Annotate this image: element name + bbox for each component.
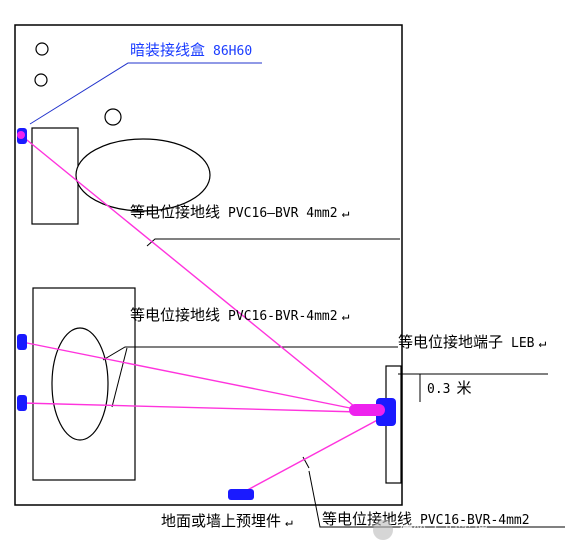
bond-bottom-spec: PVC16-BVR-4mm2 — [420, 513, 530, 528]
leader-bond-bottom — [308, 470, 565, 528]
bond-top-spec: PVC16—BVR 4mm2 — [228, 206, 338, 221]
terminal-cn: 等电位接地端子 — [398, 333, 503, 351]
round-fixture-1 — [35, 42, 49, 56]
toilet-bowl — [51, 327, 109, 441]
junction-highlight — [17, 131, 25, 139]
embedded-mark: ↵ — [285, 515, 293, 530]
watermark-logo — [373, 520, 393, 540]
leader-junction-box — [29, 62, 262, 125]
junction-box-code: 86H60 — [213, 44, 252, 59]
label-bond-top: 等电位接地线 PVC16—BVR 4mm2 ↵ — [130, 203, 350, 221]
bond-line-low — [21, 402, 361, 413]
height-value: 0.3 — [427, 382, 450, 397]
bond-line-top — [21, 135, 361, 412]
embedded-cn: 地面或墙上预埋件 — [161, 512, 281, 530]
leb-terminal-bar — [349, 404, 385, 416]
round-fixture-3 — [104, 108, 122, 126]
bond-top-mark: ↵ — [342, 206, 350, 221]
leader-bond-mid-tick — [111, 347, 128, 408]
label-bond-mid: 等电位接地线 PVC16-BVR-4mm2 ↵ — [130, 306, 350, 324]
label-junction-box: 暗装接线盒 86H60 — [130, 41, 252, 59]
junction-box-cn: 暗装接线盒 — [130, 41, 205, 59]
bond-line-bottom — [239, 416, 384, 495]
bond-top-cn: 等电位接地线 — [130, 203, 220, 221]
watermark: 建筑工程管理 — [373, 520, 488, 540]
bond-line-mid — [21, 341, 361, 411]
bathtub-basin — [75, 138, 211, 212]
bond-mid-mark: ↵ — [342, 309, 350, 324]
connector-toilet-upper — [17, 334, 27, 350]
label-height: 0.3 米 — [427, 379, 472, 397]
connectors — [17, 128, 396, 500]
connector-toilet-lower — [17, 395, 27, 411]
label-bond-bottom: 等电位接地线 PVC16-BVR-4mm2 — [322, 510, 530, 528]
connector-floor — [228, 489, 254, 500]
leader-bond-mid — [102, 346, 398, 361]
leader-bond-top — [146, 238, 400, 247]
leader-lines — [102, 238, 565, 528]
terminal-mark: ↵ — [539, 336, 547, 351]
label-embedded: 地面或墙上预埋件 ↵ — [161, 512, 293, 530]
watermark-text: 建筑工程管理 — [398, 522, 488, 540]
bond-mid-cn: 等电位接地线 — [130, 306, 220, 324]
bonding-lines — [21, 135, 384, 495]
round-fixture-2 — [34, 73, 48, 87]
height-unit: 米 — [456, 379, 471, 397]
bond-mid-spec: PVC16-BVR-4mm2 — [228, 309, 338, 324]
label-terminal: 等电位接地端子 LEB ↵ — [398, 333, 547, 351]
terminal-spec: LEB — [511, 336, 535, 351]
room-wall — [14, 24, 403, 506]
